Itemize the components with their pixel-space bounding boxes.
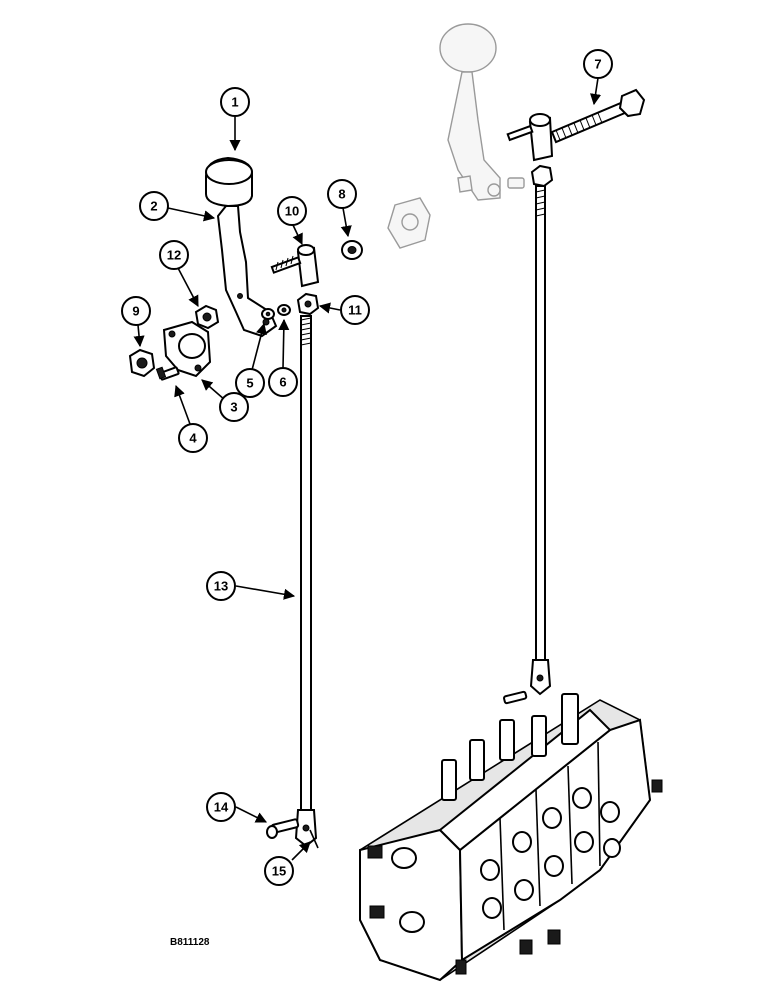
pivot-bracket <box>162 320 212 378</box>
callout-1: 1 <box>220 87 250 117</box>
hex-nut <box>128 348 156 378</box>
callout-3: 3 <box>219 392 249 422</box>
callout-6: 6 <box>268 367 298 397</box>
cotter-pin <box>309 829 319 849</box>
long-bolt <box>550 88 646 144</box>
svg-text:7: 7 <box>594 57 601 72</box>
svg-text:14: 14 <box>214 800 229 815</box>
callout-8: 8 <box>327 179 357 209</box>
svg-text:9: 9 <box>132 304 139 319</box>
rod-end <box>270 244 320 288</box>
svg-text:13: 13 <box>214 579 228 594</box>
svg-text:8: 8 <box>338 187 345 202</box>
lock-nut <box>194 304 220 330</box>
rod-nut <box>296 292 320 316</box>
svg-text:3: 3 <box>230 400 237 415</box>
clevis-pin <box>266 818 300 839</box>
callout-9: 9 <box>121 296 151 326</box>
svg-text:10: 10 <box>285 204 299 219</box>
svg-text:11: 11 <box>348 303 362 318</box>
control-valve-bank <box>359 693 663 982</box>
callout-11: 11 <box>340 295 370 325</box>
small-bolt <box>155 366 180 381</box>
control-rod-right <box>529 185 552 696</box>
svg-text:12: 12 <box>167 248 181 263</box>
flat-washer <box>341 240 363 260</box>
callout-7: 7 <box>583 49 613 79</box>
small-nut <box>277 304 291 316</box>
callout-2: 2 <box>139 191 169 221</box>
svg-text:15: 15 <box>272 864 286 879</box>
drawing-id-label: B811128 <box>170 937 210 948</box>
callout-5: 5 <box>235 368 265 398</box>
svg-text:4: 4 <box>189 431 197 446</box>
callout-10: 10 <box>277 196 307 226</box>
callout-4: 4 <box>178 423 208 453</box>
callout-15: 15 <box>264 856 294 886</box>
svg-text:1: 1 <box>231 95 238 110</box>
callout-13: 13 <box>206 571 236 601</box>
svg-text:6: 6 <box>279 375 286 390</box>
svg-text:5: 5 <box>246 376 253 391</box>
svg-text:2: 2 <box>150 199 157 214</box>
small-washer <box>261 308 275 320</box>
callout-12: 12 <box>159 240 189 270</box>
reference-lever-assembly <box>387 23 525 249</box>
lever-knob <box>205 156 253 208</box>
leader-lines <box>133 77 602 861</box>
control-rod-left <box>294 315 318 848</box>
clevis-pin-right <box>503 690 528 705</box>
callout-14: 14 <box>206 792 236 822</box>
rod-end-right <box>506 113 554 188</box>
